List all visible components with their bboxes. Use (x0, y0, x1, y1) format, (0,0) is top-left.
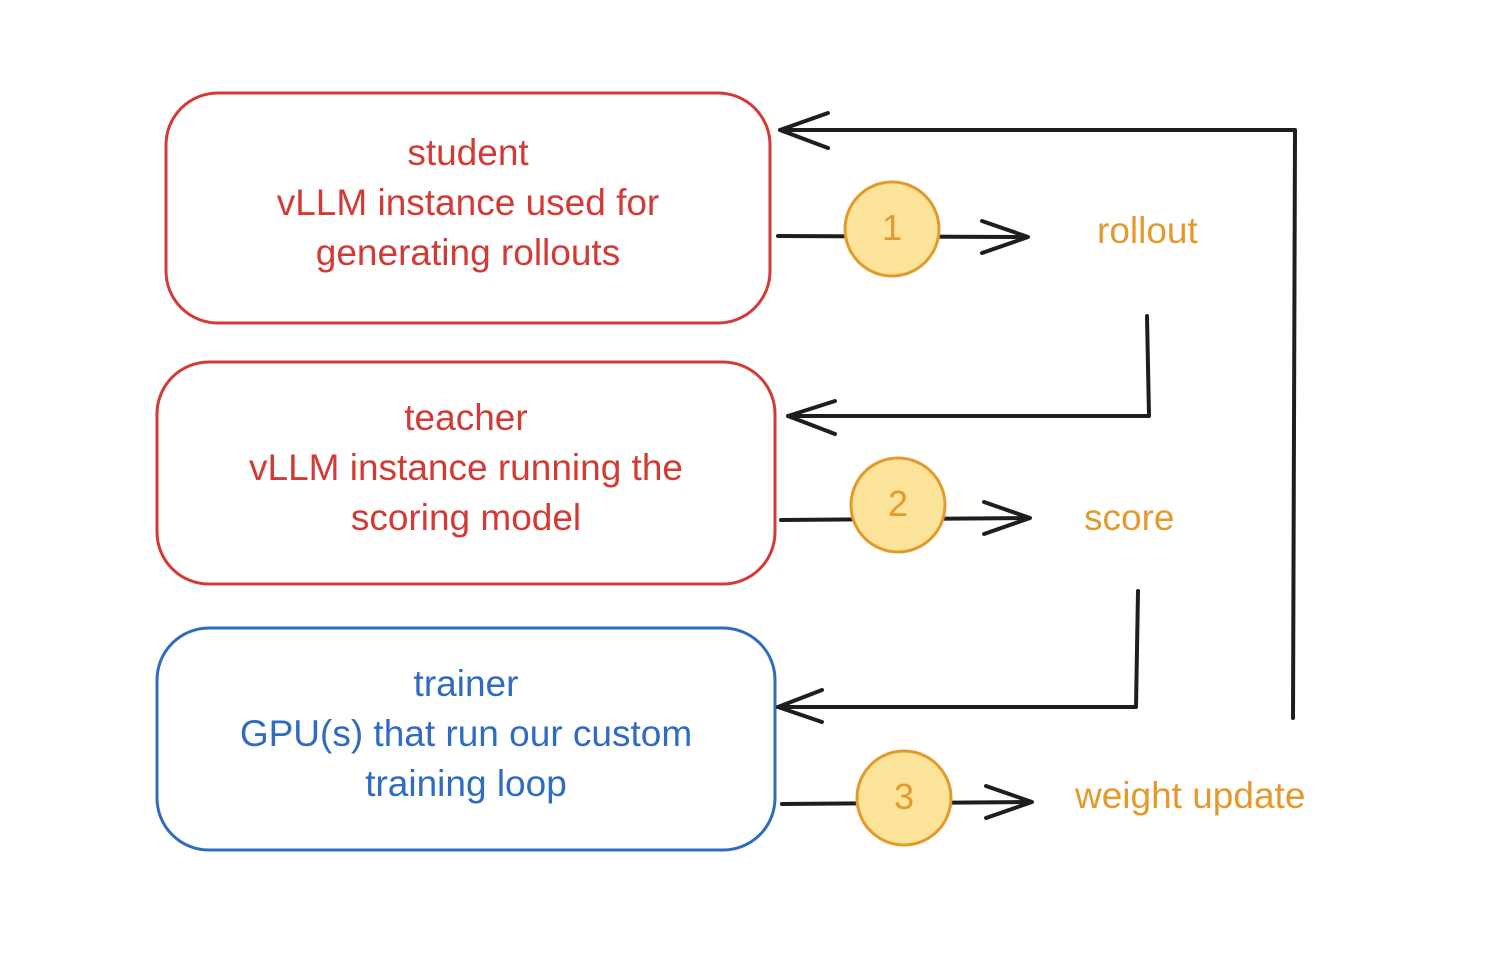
rollout-label: rollout (1097, 210, 1198, 251)
step-3-number: 3 (893, 776, 915, 817)
score-to-trainer-connector (776, 589, 1140, 724)
step-1-number: 1 (881, 207, 903, 248)
teacher-box-text: teacher vLLM instance running the scorin… (157, 393, 775, 543)
weight-update-label: weight update (1075, 775, 1306, 816)
score-label: score (1084, 497, 1175, 538)
step-1-badge (843, 180, 941, 278)
trainer-desc-line-2: training loop (365, 763, 567, 804)
student-desc-line-2: generating rollouts (315, 232, 621, 273)
student-box (164, 91, 772, 325)
step-2-number: 2 (887, 483, 909, 524)
trainer-box (155, 626, 777, 852)
student-box-text: student vLLM instance used for generatin… (166, 128, 770, 278)
step-3-badge (855, 749, 953, 847)
student-desc-line-1: vLLM instance used for (276, 182, 660, 223)
teacher-desc-line-1: vLLM instance running the (249, 447, 683, 488)
weight-update-to-student-connector (778, 111, 1297, 720)
student-title: student (407, 132, 529, 173)
trainer-title: trainer (413, 663, 519, 704)
teacher-desc-line-2: scoring model (350, 497, 582, 538)
trainer-desc-line-1: GPU(s) that run our custom (239, 713, 693, 754)
teacher-box (155, 360, 777, 586)
trainer-box-text: trainer GPU(s) that run our custom train… (157, 659, 775, 809)
rollout-to-teacher-connector (786, 314, 1151, 436)
teacher-title: teacher (404, 397, 528, 438)
step-2-badge (849, 456, 947, 554)
